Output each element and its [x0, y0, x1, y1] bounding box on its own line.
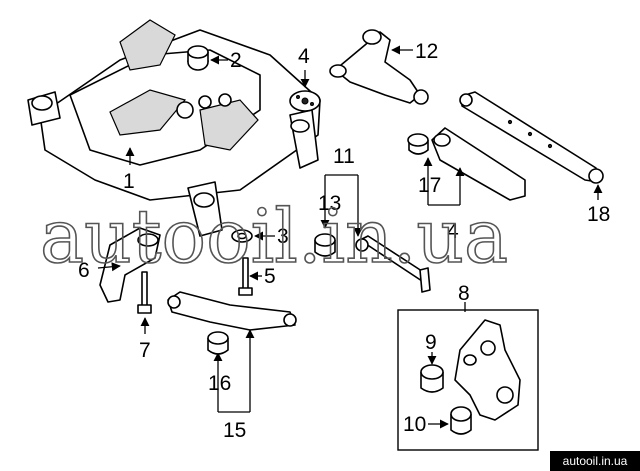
lower-link-part — [431, 127, 526, 201]
callout-4-right: 4 — [447, 220, 459, 243]
callout-13: 13 — [318, 192, 341, 215]
callout-8: 8 — [458, 282, 470, 305]
callout-3: 3 — [277, 225, 289, 248]
callout-16: 15 — [223, 419, 246, 442]
bracket-6-part — [97, 227, 161, 303]
callout-17: 16 — [208, 372, 231, 395]
upper-control-arm-part — [329, 29, 429, 105]
bushing-17-part — [207, 331, 229, 355]
callout-6: 6 — [78, 259, 90, 282]
callout-10: 10 — [403, 413, 426, 436]
callout-1: 1 — [123, 170, 135, 193]
bushing-2-part — [187, 45, 228, 71]
knuckle-part — [454, 319, 521, 421]
callout-2: 2 — [230, 49, 242, 72]
lateral-link-part — [459, 91, 604, 200]
callout-7: 7 — [139, 339, 151, 362]
subframe-crossmember-part — [27, 19, 321, 237]
bolt-5-part — [238, 257, 262, 296]
toe-link-part — [320, 174, 431, 293]
bushing-10-part — [428, 406, 472, 435]
callout-11: 12 — [415, 40, 438, 63]
lower-arm-16-part — [167, 291, 297, 413]
mount-plate-part — [289, 70, 321, 112]
callout-12: 11 — [333, 145, 355, 168]
bushing-15-part — [407, 133, 465, 206]
bushing-13-part — [314, 233, 336, 257]
callout-9: 9 — [425, 331, 437, 354]
callout-18: 18 — [587, 203, 610, 226]
washer-3-part — [231, 229, 275, 243]
callout-5: 5 — [264, 265, 276, 288]
corner-watermark: autooil.in.ua — [550, 451, 640, 471]
watermark-text: autooil.in.ua — [40, 194, 508, 280]
bolt-7-part — [137, 271, 152, 334]
callout-4-top: 4 — [298, 45, 310, 68]
bushing-9-part — [420, 352, 444, 393]
callout-15: 17 — [418, 174, 441, 197]
